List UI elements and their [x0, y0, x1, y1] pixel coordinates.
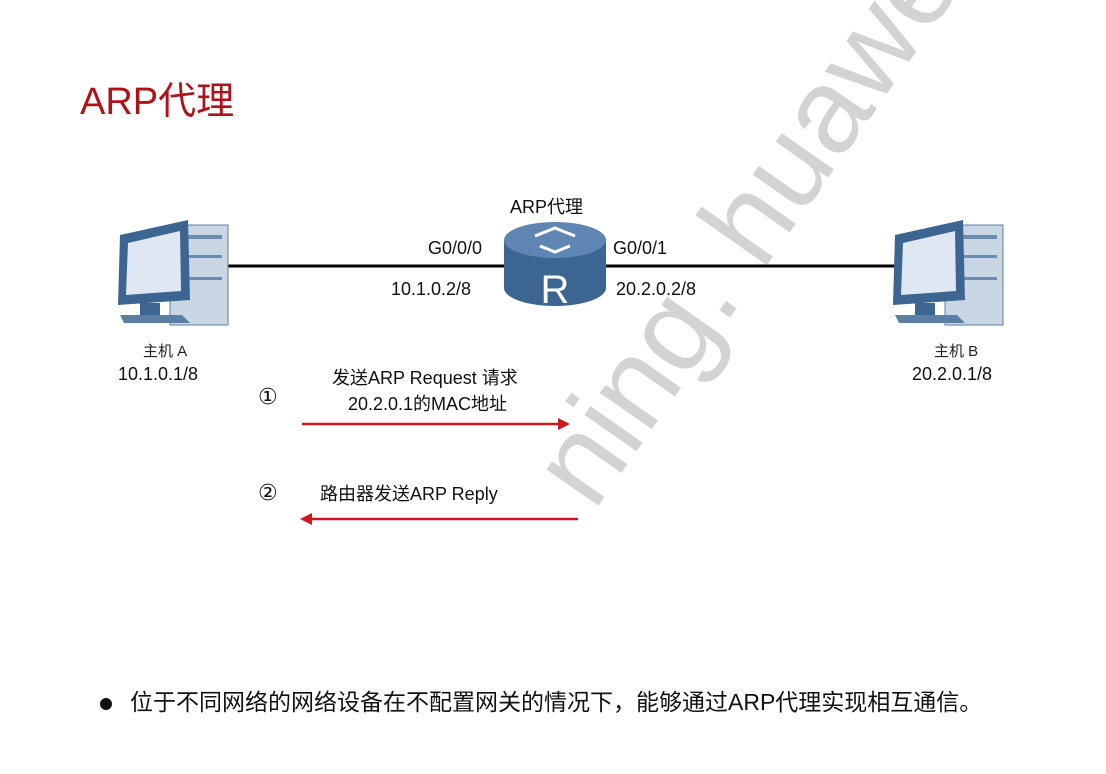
arrow-request [302, 418, 570, 430]
svg-text:R: R [541, 268, 570, 312]
host-b-computer-icon [893, 220, 1004, 326]
router-label: ARP代理 [510, 197, 584, 217]
host-a-computer-icon [118, 220, 229, 326]
bullet-point: 位于不同网络的网络设备在不配置网关的情况下，能够通过ARP代理实现相互通信。 [100, 680, 1040, 724]
right-port-label: G0/0/1 [613, 238, 668, 258]
bullet-dot [100, 697, 112, 710]
step-1-marker: ① [258, 385, 278, 410]
host-b-name: 主机 B [934, 343, 979, 360]
left-port-label: G0/0/0 [428, 238, 483, 258]
step-1-text-line1: 发送ARP Request 请求 [332, 368, 518, 388]
step-1-text-line2: 20.2.0.1的MAC地址 [348, 394, 508, 414]
step-2-text: 路由器发送ARP Reply [320, 484, 498, 504]
step-2-marker: ② [258, 481, 278, 506]
host-a-ip: 10.1.0.1/8 [118, 364, 199, 384]
router-icon: R [504, 222, 606, 312]
host-a-name: 主机 A [143, 343, 188, 360]
host-b-ip: 20.2.0.1/8 [912, 364, 993, 384]
arrow-reply [300, 513, 578, 525]
left-ip-label: 10.1.0.2/8 [391, 279, 472, 299]
right-ip-label: 20.2.0.2/8 [616, 279, 697, 299]
page-title: ARP代理 [80, 81, 235, 123]
bullet-text: 位于不同网络的网络设备在不配置网关的情况下，能够通过ARP代理实现相互通信。 [130, 689, 983, 715]
